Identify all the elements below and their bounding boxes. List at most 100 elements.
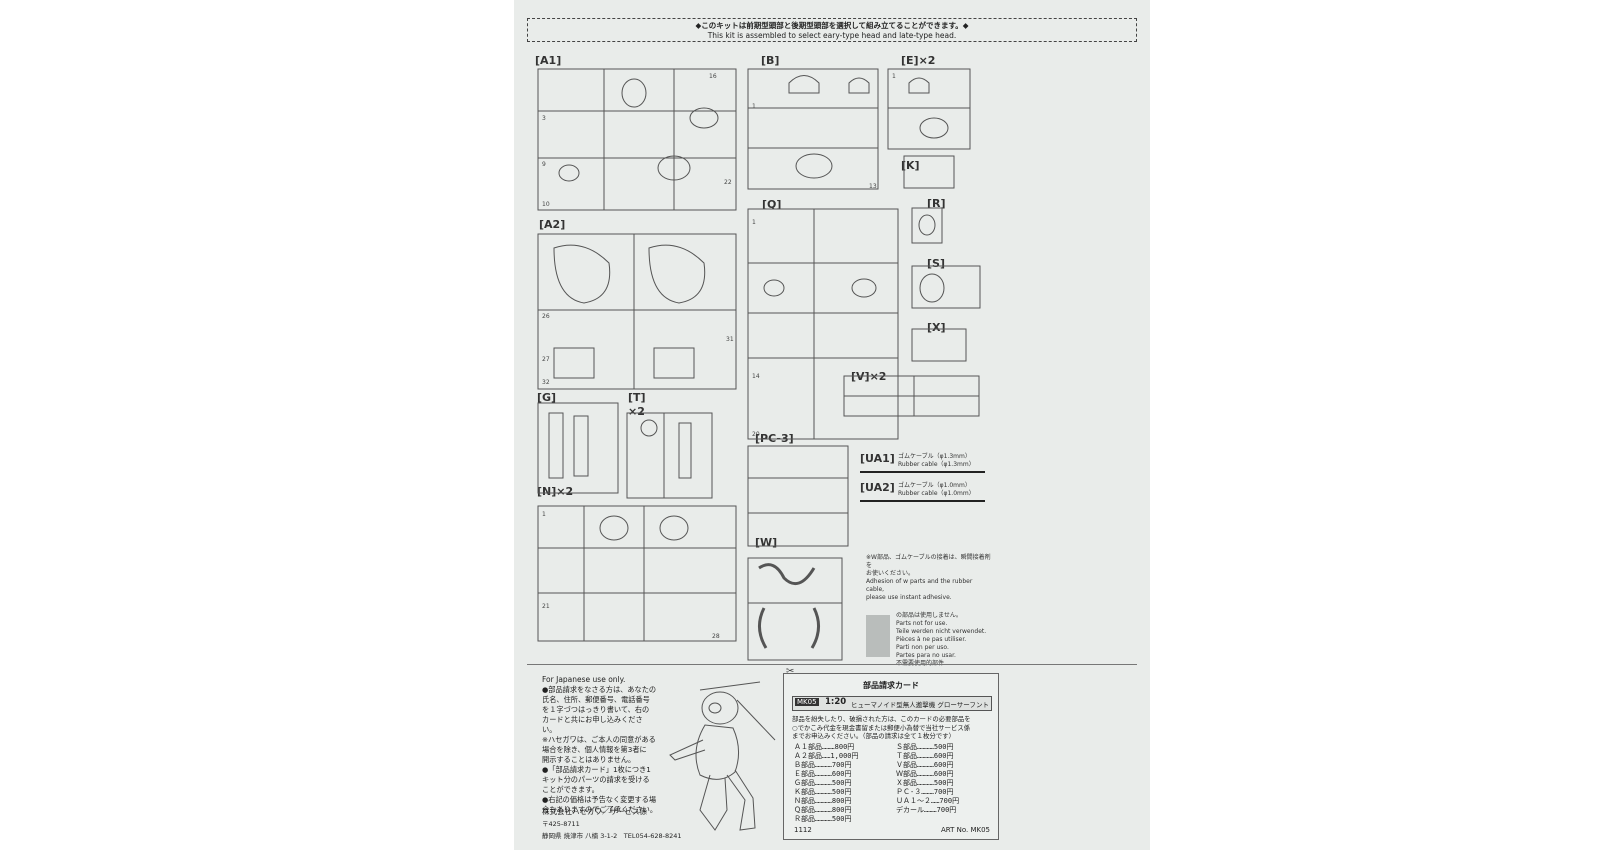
svg-text:14: 14 [752,373,760,380]
runner-label-t: [T] [628,391,646,404]
product-name: ヒューマノイド型無人邀撃機 グローサーフント [851,701,989,709]
adhesion-note-jp2: お使いください。 [866,570,915,577]
not-used-line-3: Pièces à ne pas utiliser. [896,636,967,643]
runner-label-n: [N]×2 [537,485,574,498]
price-right-3: Ｖ部品…………600円 [896,761,954,769]
not-used-line-5: Partes para no usar. [896,652,956,659]
price-left-9: Ｒ部品…………500円 [794,815,852,823]
svg-text:16: 16 [709,73,717,80]
cable-ua1-label: [UA1] [860,452,895,465]
cable-ua2-label: [UA2] [860,481,895,494]
svg-text:9: 9 [542,161,546,168]
price-right-4: Ｗ部品…………600円 [896,770,954,778]
japan-line-4: カードと共にお申し込みくださ [542,715,643,724]
company-postal: 〒425-8711 [542,820,580,828]
price-left-3: Ｂ部品…………700円 [794,761,852,769]
order-card-code: 1112 [794,826,812,834]
runner-label-e: [E]×2 [901,54,936,67]
order-text-3: までお申込みください。（部品の請求は全て１枚分です） [792,732,955,740]
product-scale: 1:20 [825,697,847,707]
svg-text:21: 21 [542,603,550,610]
robot-illustration [669,681,776,831]
cable-ua2-en: Rubber cable（φ1.0mm） [898,490,975,497]
price-right-5: Ｘ部品…………500円 [896,779,954,787]
price-left-8: Ｑ部品…………800円 [794,806,852,814]
japan-line-11: ことができます。 [542,785,599,794]
price-list-right: Ｓ部品…………500円 Ｔ部品…………600円 Ｖ部品…………600円 Ｗ部品…… [896,743,959,815]
not-used-legend: の部品は使用しません。 Parts not for use. Teile wer… [896,612,996,668]
runner-label-a2: [A2] [539,218,566,231]
not-used-line-6: 不需要使用的部件 [896,660,996,668]
adhesion-note-en1: Adhesion of w parts and the rubber cable… [866,578,973,593]
price-right-2: Ｔ部品…………600円 [896,752,954,760]
japan-line-2: 氏名、住所、郵便番号、電話番号 [542,695,650,704]
runner-label-k: [K] [901,159,920,172]
runner-label-b: [B] [761,54,780,67]
not-used-swatch [866,615,890,657]
price-list-left: Ａ１部品………800円 Ａ２部品……1,000円 Ｂ部品…………700円 Ｅ部品… [794,743,859,824]
parts-order-card: 部品請求カード MK05 1:20 ヒューマノイド型無人邀撃機 グローサーフント… [783,673,999,840]
section-divider [527,664,1137,665]
cable-ua1-en: Rubber cable（φ1.3mm） [898,461,975,468]
svg-text:26: 26 [542,313,550,320]
not-used-line-4: Parti non per uso. [896,644,949,651]
order-card-title: 部品請求カード [863,681,919,690]
scissors-icon: ✂ [786,666,795,677]
price-left-4: Ｅ部品…………600円 [794,770,852,778]
svg-text:32: 32 [542,379,550,386]
svg-text:1: 1 [892,73,896,80]
not-used-jp: の部品は使用しません。 [896,612,962,619]
company-name: 株式会社ハセガワ／サービス係 [542,807,647,816]
adhesion-note: ※W部品、ゴムケーブルの接着は、瞬間接着剤を お使いください。 Adhesion… [866,554,991,602]
runner-label-r: [R] [927,197,946,210]
adhesion-note-en2: please use instant adhesive. [866,594,952,601]
price-right-6: ＰＣ-３………700円 [896,788,954,796]
japan-line-3: を１字づつはっきり書いて、右の [542,705,650,714]
price-left-7: Ｎ部品…………800円 [794,797,852,805]
assembly-banner: ◆このキットは前期型頭部と後期型頭部を選択して組み立てることができます。◆ Th… [527,18,1137,42]
price-right-8: デカール………700円 [896,806,957,814]
svg-text:1: 1 [752,103,756,110]
price-left-5: Ｇ部品…………500円 [794,779,852,787]
runner-label-a1: [A1] [535,54,562,67]
banner-en: This kit is assembled to select eary-typ… [707,31,957,40]
svg-text:10: 10 [542,201,550,208]
price-left-1: Ａ１部品………800円 [794,743,855,751]
svg-text:20: 20 [752,431,760,438]
art-number: ART No. MK05 [940,826,990,834]
japan-line-7: 場合を除き、個人情報を第3者に [542,745,647,754]
japan-line-9: ●「部品請求カード」1枚につき1 [542,765,651,774]
adhesion-note-jp1: ※W部品、ゴムケーブルの接着は、瞬間接着剤を [866,554,991,569]
runner-label-s: [S] [927,257,945,270]
japan-line-1: ●部品請求をなさる方は、あなたの [542,685,657,694]
japan-line-6: ※ハセガワは、ご本人の同意がある [542,735,656,744]
japan-line-10: キット分のパーツの請求を受ける [542,775,650,784]
banner-jp: ◆このキットは前期型頭部と後期型頭部を選択して組み立てることができます。◆ [695,21,969,30]
cable-ua2-jp: ゴムケーブル（φ1.0mm） [898,482,971,489]
japan-line-8: 開示することはありません。 [542,755,636,764]
japan-line-13: 合もありますのでご了承ください。 [542,805,658,814]
runner-label-t-mult: ×2 [628,405,645,418]
price-right-1: Ｓ部品…………500円 [896,743,954,751]
japan-line-5: い。 [542,725,557,734]
svg-text:22: 22 [724,179,732,186]
japan-only-header: For Japanese use only. [542,675,626,684]
svg-text:3: 3 [542,115,546,122]
svg-text:1: 1 [542,511,546,518]
order-card-product-bar: MK05 1:20 ヒューマノイド型無人邀撃機 グローサーフント [792,696,992,711]
price-right-7: ＵＡ１～２……700円 [896,797,960,805]
order-text-2: ○でかこみ代金を現金書留または郵便小為替で当社サービス係 [792,723,971,732]
svg-text:1: 1 [752,219,756,226]
order-text-1: 部品を紛失したり、破損された方は、このカードの必要部品を [792,715,971,723]
svg-text:27: 27 [542,356,550,363]
product-code-badge: MK05 [795,698,819,706]
not-used-line-2: Teile werden nicht verwendet. [896,628,987,635]
runner-label-x: [X] [927,321,946,334]
svg-text:28: 28 [712,633,720,640]
japan-line-12: ●右記の価格は予告なく変更する場 [542,795,657,804]
svg-text:31: 31 [726,336,734,343]
company-address: 静岡県 焼津市 八楠 3-1-2 TEL054-628-8241 [542,832,682,840]
cable-ua1-line [860,471,985,473]
cable-ua1-jp: ゴムケーブル（φ1.3mm） [898,453,971,460]
